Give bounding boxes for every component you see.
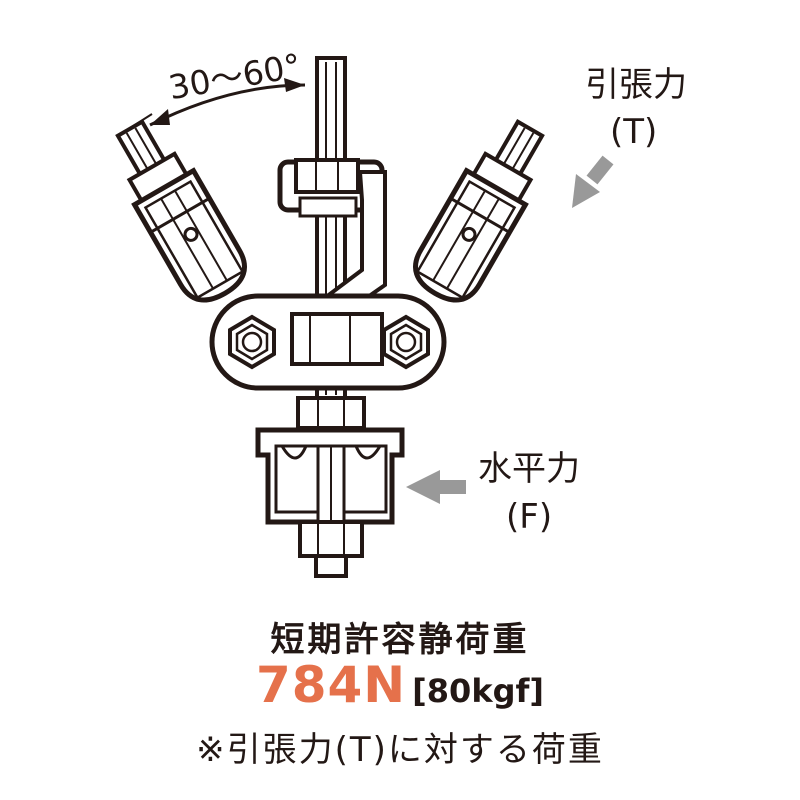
fitting-diagram — [0, 56, 614, 578]
load-value-row: 784N[80kgf] — [0, 656, 800, 714]
load-title: 短期許容静荷重 — [270, 620, 530, 660]
horizontal-arrow-icon — [406, 470, 466, 504]
center-plate — [209, 293, 447, 391]
tension-symbol: (T) — [610, 112, 658, 152]
load-value-kgf: [80kgf] — [412, 672, 545, 710]
left-arm — [101, 112, 255, 311]
tension-label: 引張力 — [585, 65, 687, 105]
channel-clamp — [255, 427, 405, 525]
right-arm — [406, 112, 560, 311]
load-note: ※引張力(T)に対する荷重 — [196, 730, 604, 770]
horizontal-label: 水平力 — [478, 449, 580, 489]
tension-arrow-icon — [572, 155, 614, 208]
bottom-bolt — [298, 520, 364, 578]
load-value: 784N — [255, 656, 407, 714]
lower-nut — [296, 396, 366, 430]
horizontal-symbol: (F) — [506, 497, 553, 537]
angle-dimension — [129, 78, 306, 129]
